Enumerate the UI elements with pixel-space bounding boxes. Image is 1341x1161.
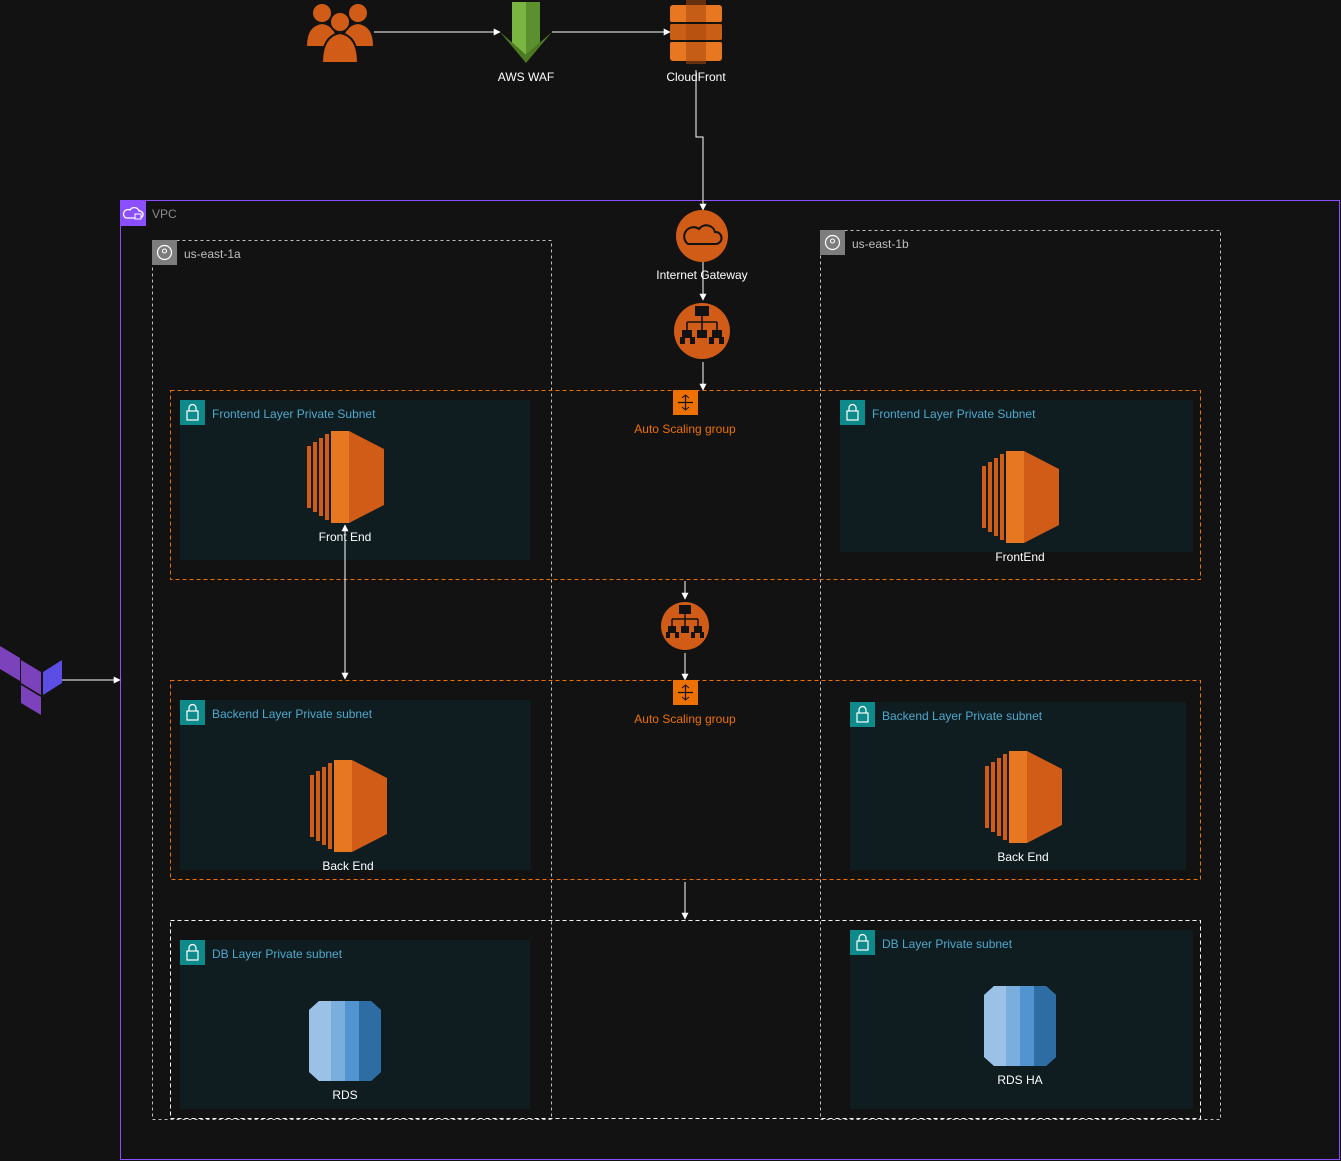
instance-label: Back End [997, 850, 1048, 864]
subnet-lock-icon [850, 930, 875, 955]
asg-label: Auto Scaling group [634, 422, 736, 436]
subnet-title: Backend Layer Private subnet [882, 709, 1043, 723]
rds-database-icon [309, 1001, 381, 1081]
subnet-title: Backend Layer Private subnet [212, 707, 373, 721]
subnet-title: Frontend Layer Private Subnet [872, 407, 1036, 421]
auto-scaling-icon [673, 680, 698, 705]
vpc-label: VPC [152, 207, 177, 221]
subnet-title: Frontend Layer Private Subnet [212, 407, 376, 421]
subnet-title: DB Layer Private subnet [212, 947, 343, 961]
waf-icon [500, 2, 552, 63]
asg-label: Auto Scaling group [634, 712, 736, 726]
instance-label: FrontEnd [995, 550, 1044, 564]
load-balancer-icon [674, 303, 730, 359]
connectors [62, 28, 707, 920]
subnet-title: DB Layer Private subnet [882, 937, 1013, 951]
subnet-lock-icon [180, 700, 205, 725]
subnet-lock-icon [840, 400, 865, 425]
terraform-logo-icon [0, 646, 62, 715]
waf-label: AWS WAF [498, 70, 554, 84]
internet-gateway-label: Internet Gateway [656, 268, 747, 282]
az-label: us-east-1a [184, 247, 241, 261]
cloudfront-to-igw-connector [695, 70, 707, 211]
auto-scaling-icon [673, 390, 698, 415]
vpc-cloud-lock-icon [120, 200, 146, 226]
availability-zone-b: us-east-1b [820, 230, 1221, 1120]
instance-label: RDS [332, 1088, 357, 1102]
ec2-instance-icon [985, 751, 1062, 843]
ec2-instance-icon [310, 760, 387, 852]
instance-label: RDS HA [997, 1073, 1042, 1087]
cloudfront-icon [670, 0, 722, 64]
users-icon [307, 4, 373, 64]
rds-database-icon [984, 986, 1056, 1066]
internet-gateway-icon [676, 210, 728, 262]
availability-zone-a: us-east-1a [152, 240, 552, 1120]
location-pin-icon [820, 230, 845, 255]
load-balancer-icon [661, 602, 709, 650]
ec2-instance-icon [982, 451, 1059, 543]
cloudfront-label: CloudFront [666, 70, 726, 84]
instance-label: Back End [322, 859, 373, 873]
subnet-lock-icon [180, 940, 205, 965]
location-pin-icon [152, 240, 177, 265]
db-group-boundary [170, 920, 1201, 1119]
az-label: us-east-1b [852, 237, 909, 251]
subnet-lock-icon [180, 400, 205, 425]
instance-label: Front End [319, 530, 372, 544]
subnet-lock-icon [850, 702, 875, 727]
ec2-instance-icon [307, 431, 384, 523]
